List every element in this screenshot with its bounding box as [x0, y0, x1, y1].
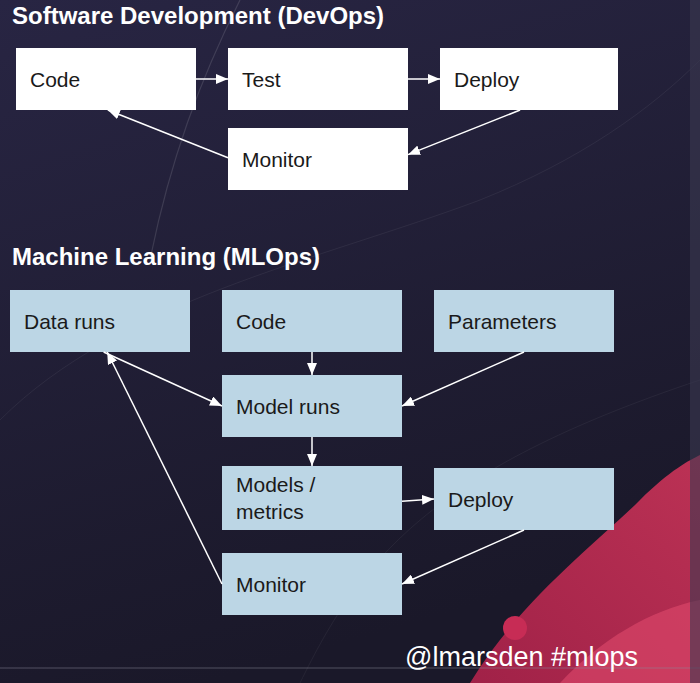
process-box: Code — [16, 48, 196, 110]
arrow-connector — [311, 352, 313, 375]
process-box: Deploy — [434, 468, 614, 530]
box-label: Code — [236, 308, 286, 335]
process-box: Monitor — [228, 128, 408, 190]
decor-line — [150, 0, 240, 260]
box-label: Data runs — [24, 308, 115, 335]
arrow-connector — [104, 352, 222, 406]
section-heading: Machine Learning (MLOps) — [12, 241, 320, 272]
decor-dot — [503, 616, 527, 640]
arrow-connector — [402, 352, 524, 406]
process-box: Test — [228, 48, 408, 110]
process-box: Deploy — [440, 48, 618, 110]
box-label: Deploy — [448, 486, 513, 513]
process-box: Model runs — [222, 375, 402, 437]
decor-edge — [690, 0, 700, 683]
arrow-connector — [196, 78, 228, 80]
box-label: Parameters — [448, 308, 557, 335]
process-box: Code — [222, 290, 402, 352]
box-label: Models / metrics — [236, 471, 346, 525]
box-label: Model runs — [236, 393, 340, 420]
box-label: Code — [30, 66, 80, 93]
arrow-connector — [108, 110, 228, 158]
box-label: Test — [242, 66, 281, 93]
process-box: Models / metrics — [222, 466, 402, 530]
box-label: Monitor — [236, 571, 306, 598]
box-label: Monitor — [242, 146, 312, 173]
box-label: Deploy — [454, 66, 519, 93]
process-box: Data runs — [10, 290, 190, 352]
arrow-connector — [402, 499, 434, 501]
section-heading: Software Development (DevOps) — [12, 0, 384, 31]
arrow-connector — [408, 78, 440, 80]
process-box: Monitor — [222, 553, 402, 615]
decor-line — [0, 60, 700, 420]
process-box: Parameters — [434, 290, 614, 352]
arrow-connector — [311, 437, 313, 466]
watermark: @lmarsden #mlops — [405, 640, 638, 675]
arrow-connector — [402, 530, 524, 584]
arrow-connector — [408, 110, 520, 155]
arrow-connector — [107, 352, 222, 584]
